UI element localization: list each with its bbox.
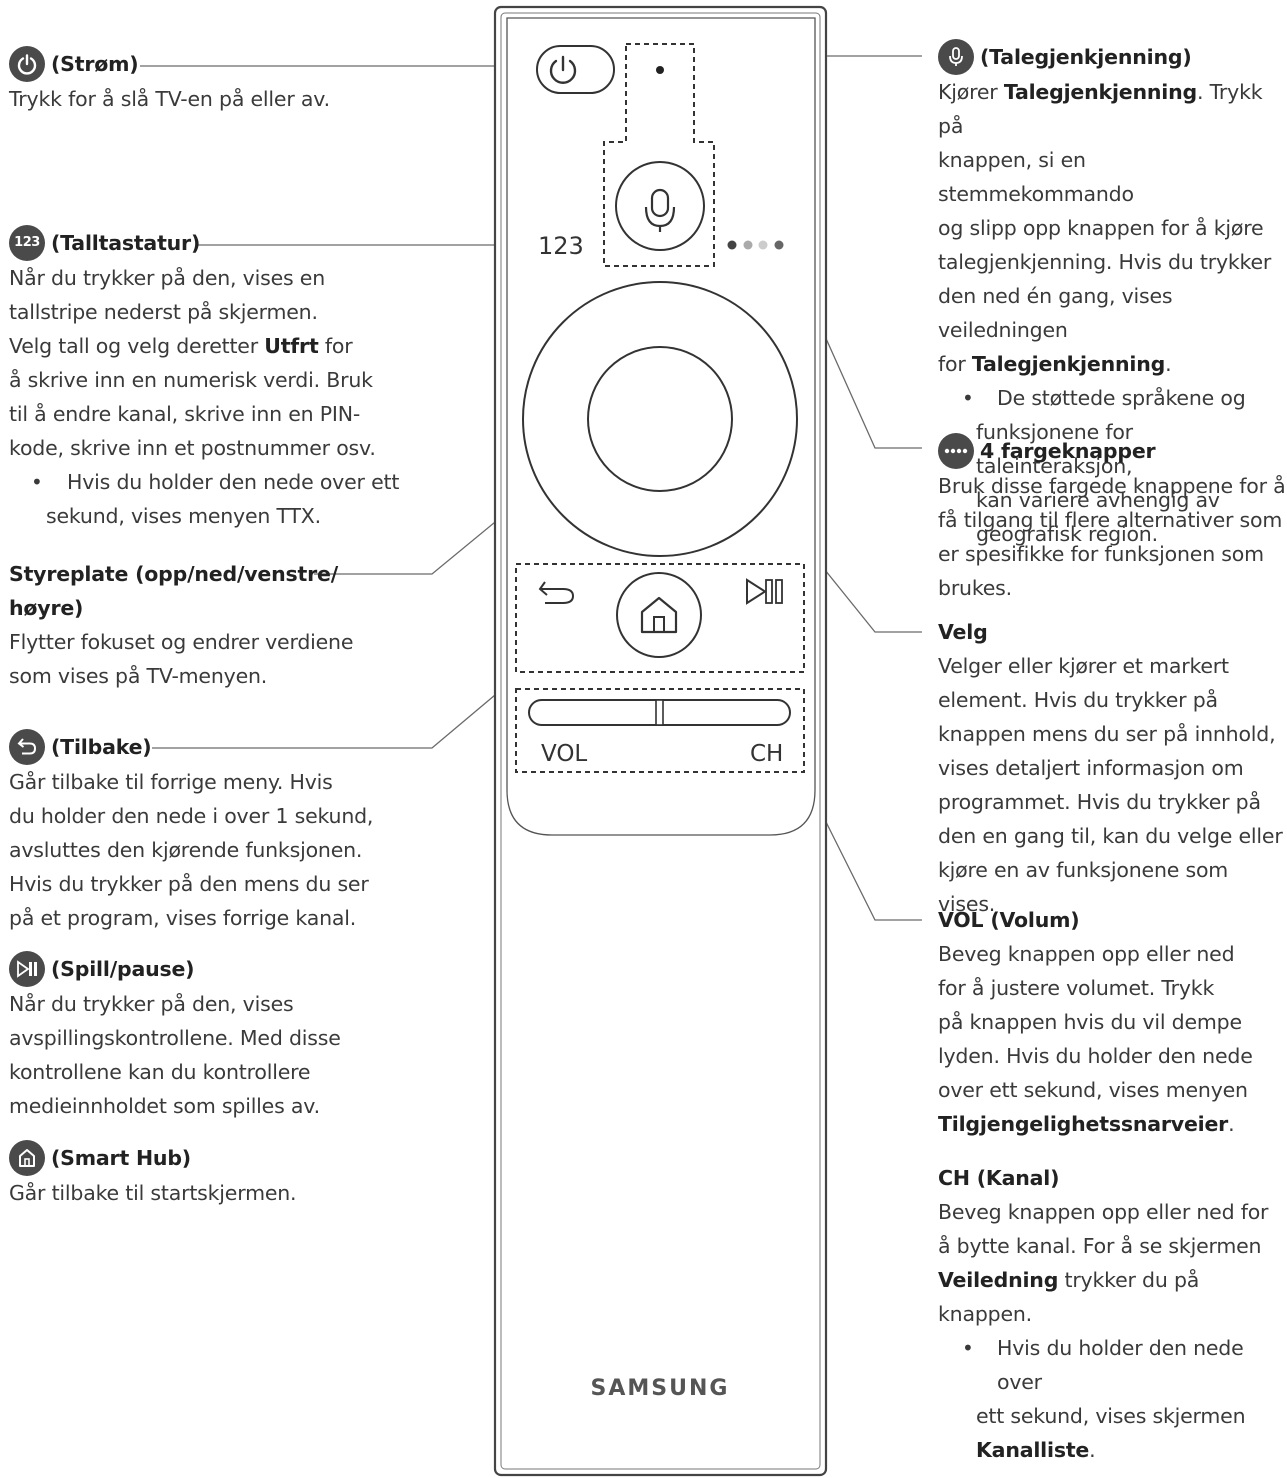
- numpad-desc-line: til å endre kanal, skrive inn en PIN-: [9, 402, 361, 426]
- select-desc-line: den en gang til, kan du velge eller: [938, 824, 1283, 848]
- colors-desc-line: Bruk disse fargede knappene for å: [938, 474, 1286, 498]
- playpause-desc-line: avspillingskontrollene. Med disse: [9, 1026, 341, 1050]
- numpad-bullet: • Hvis du holder den nede over ett sekun…: [31, 470, 400, 528]
- select-desc-line: element. Hvis du trykker på: [938, 688, 1218, 712]
- select-title: Velg: [938, 620, 988, 644]
- vol-desc-line: på knappen hvis du vil dempe: [938, 1010, 1242, 1034]
- voice-desc-line: og slipp opp knappen for å kjøre: [938, 216, 1264, 240]
- voice-desc-line: den ned én gang, vises veiledningen: [938, 284, 1173, 342]
- power-section: (Strøm) Trykk for å slå TV-en på eller a…: [9, 46, 489, 116]
- play-pause-button[interactable]: [746, 578, 783, 605]
- vol-ch-rocker[interactable]: [528, 699, 791, 726]
- touchpad-desc-line: som vises på TV-menyen.: [9, 664, 268, 688]
- voice-desc-line: knappen, si en stemmekommando: [938, 148, 1134, 206]
- voice-desc-line: Kjører Talegjenkjenning. Trykk på: [938, 80, 1263, 138]
- colors-desc-line: få tilgang til flere alternativer som: [938, 508, 1283, 532]
- voice-button[interactable]: [615, 161, 705, 251]
- vol-title: VOL (Volum): [938, 908, 1080, 932]
- voice-section: (Talegjenkjenning) Kjører Talegjenkjenni…: [938, 39, 1287, 551]
- playpause-desc-line: kontrollene kan du kontrollere: [9, 1060, 311, 1084]
- select-desc-line: kjøre en av funksjonene som vises.: [938, 858, 1229, 916]
- colors-title: 4 fargeknapper: [980, 439, 1156, 463]
- back-desc-line: du holder den nede i over 1 sekund,: [9, 804, 374, 828]
- microphone-icon: [938, 39, 974, 75]
- playpause-desc-line: Når du trykker på den, vises: [9, 992, 294, 1016]
- back-section: (Tilbake) Går tilbake til forrige meny. …: [9, 729, 489, 935]
- voice-title: (Talegjenkjenning): [980, 45, 1192, 69]
- play-pause-icon: [9, 951, 45, 987]
- vol-label: VOL: [541, 741, 587, 767]
- touchpad-title: Styreplate (opp/ned/venstre/: [9, 562, 339, 586]
- back-button[interactable]: [538, 581, 575, 604]
- numpad-desc-line: Når du trykker på den, vises en: [9, 266, 325, 290]
- vol-desc-line: Beveg knappen opp eller ned: [938, 942, 1235, 966]
- microphone-hole: [656, 66, 664, 74]
- vol-desc-line: Tilgjengelighetssnarveier.: [938, 1112, 1235, 1136]
- back-icon: [9, 729, 45, 765]
- smarthub-section: (Smart Hub) Går tilbake til startskjerme…: [9, 1140, 489, 1210]
- numpad-button[interactable]: 123: [538, 232, 584, 260]
- voice-desc-line: for Talegjenkjenning.: [938, 352, 1172, 376]
- numpad-desc-line: å skrive inn en numerisk verdi. Bruk: [9, 368, 373, 392]
- numpad-title: (Talltastatur): [51, 231, 201, 255]
- vol-desc-line: lyden. Hvis du holder den nede: [938, 1044, 1253, 1068]
- playpause-title: (Spill/pause): [51, 957, 195, 981]
- home-icon: [9, 1140, 45, 1176]
- power-button[interactable]: [536, 45, 615, 94]
- smarthub-desc: Går tilbake til startskjermen.: [9, 1181, 297, 1205]
- select-desc-line: knappen mens du ser på innhold,: [938, 722, 1276, 746]
- color-buttons-icon: [938, 433, 974, 469]
- power-desc: Trykk for å slå TV-en på eller av.: [9, 87, 330, 111]
- ch-label: CH: [750, 741, 783, 767]
- ch-section: CH (Kanal) Beveg knappen opp eller ned f…: [938, 1161, 1287, 1467]
- touchpad-desc-line: Flytter fokuset og endrer verdiene: [9, 630, 354, 654]
- playpause-desc-line: medieinnholdet som spilles av.: [9, 1094, 320, 1118]
- back-desc-line: Hvis du trykker på den mens du ser: [9, 872, 369, 896]
- touchpad-title: høyre): [9, 596, 84, 620]
- vol-section: VOL (Volum) Beveg knappen opp eller ned …: [938, 903, 1287, 1141]
- numpad-desc-line: kode, skrive inn et postnummer osv.: [9, 436, 376, 460]
- numpad-desc-line: Velg tall og velg deretter Utfrt for: [9, 334, 353, 358]
- select-section: Velg Velger eller kjører et markert elem…: [938, 615, 1287, 921]
- power-title: (Strøm): [51, 52, 139, 76]
- select-desc-line: vises detaljert informasjon om: [938, 756, 1244, 780]
- voice-bullet: • De støttede språkene og funksjonene fo…: [962, 386, 1246, 546]
- ch-desc-line: å bytte kanal. For å se skjermen: [938, 1234, 1262, 1258]
- back-desc-line: avsluttes den kjørende funksjonen.: [9, 838, 363, 862]
- playpause-section: (Spill/pause) Når du trykker på den, vis…: [9, 951, 489, 1123]
- ch-desc-line: Veiledning trykker du på knappen.: [938, 1268, 1200, 1326]
- back-desc-line: Går tilbake til forrige meny. Hvis: [9, 770, 333, 794]
- touchpad-section: Styreplate (opp/ned/venstre/ høyre) Flyt…: [9, 557, 489, 693]
- brand-logo: SAMSUNG: [591, 1376, 730, 1401]
- colors-desc-line: brukes.: [938, 576, 1012, 600]
- vol-desc-line: over ett sekund, vises menyen: [938, 1078, 1248, 1102]
- select-desc-line: Velger eller kjører et markert: [938, 654, 1229, 678]
- numpad-desc-line: tallstripe nederst på skjermen.: [9, 300, 318, 324]
- select-desc-line: programmet. Hvis du trykker på: [938, 790, 1261, 814]
- back-title: (Tilbake): [51, 735, 152, 759]
- back-desc-line: på et program, vises forrige kanal.: [9, 906, 357, 930]
- ch-bullet: • Hvis du holder den nede over ett sekun…: [962, 1336, 1246, 1462]
- voice-desc-line: talegjenkjenning. Hvis du trykker: [938, 250, 1272, 274]
- numpad-section: 123 (Talltastatur) Når du trykker på den…: [9, 225, 489, 533]
- smarthub-title: (Smart Hub): [51, 1146, 191, 1170]
- color-buttons[interactable]: [727, 240, 784, 250]
- ch-desc-line: Beveg knappen opp eller ned for: [938, 1200, 1269, 1224]
- colors-section: 4 fargeknapper Bruk disse fargede knappe…: [938, 433, 1287, 605]
- select-button[interactable]: [587, 346, 733, 492]
- vol-desc-line: for å justere volumet. Trykk: [938, 976, 1215, 1000]
- colors-desc-line: er spesifikke for funksjonen som: [938, 542, 1264, 566]
- power-icon: [9, 46, 45, 82]
- home-button[interactable]: [616, 572, 702, 658]
- ch-title: CH (Kanal): [938, 1166, 1060, 1190]
- numpad-icon: 123: [9, 225, 45, 261]
